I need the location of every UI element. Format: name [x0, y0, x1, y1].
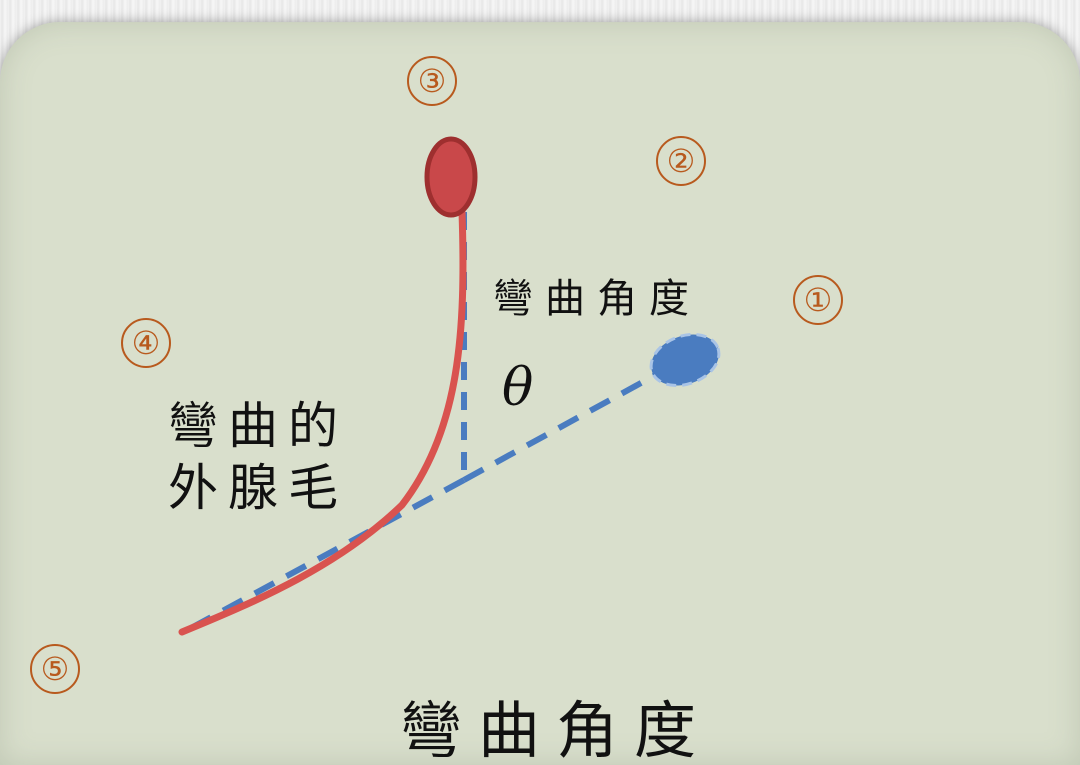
marker-1: ① [793, 275, 843, 325]
angled-reference-line [462, 363, 674, 483]
red-gland-head [424, 136, 478, 218]
bottom-title: 彎曲角度 [400, 694, 713, 765]
marker-3: ③ [407, 56, 457, 106]
marker-2: ② [656, 136, 706, 186]
diagram-panel [0, 22, 1080, 765]
blue-gland-head [649, 332, 721, 388]
baseline-extension-line [178, 477, 466, 637]
bent-gland-label-line1: 彎曲的 [168, 397, 348, 455]
curved-glandular-hair [178, 208, 467, 636]
marker-4: ④ [121, 318, 171, 368]
bent-gland-label-line2: 外腺毛 [168, 459, 348, 517]
theta-symbol: θ [502, 358, 534, 418]
marker-5: ⑤ [30, 644, 80, 694]
angle-label: 彎曲角度 [493, 276, 701, 322]
